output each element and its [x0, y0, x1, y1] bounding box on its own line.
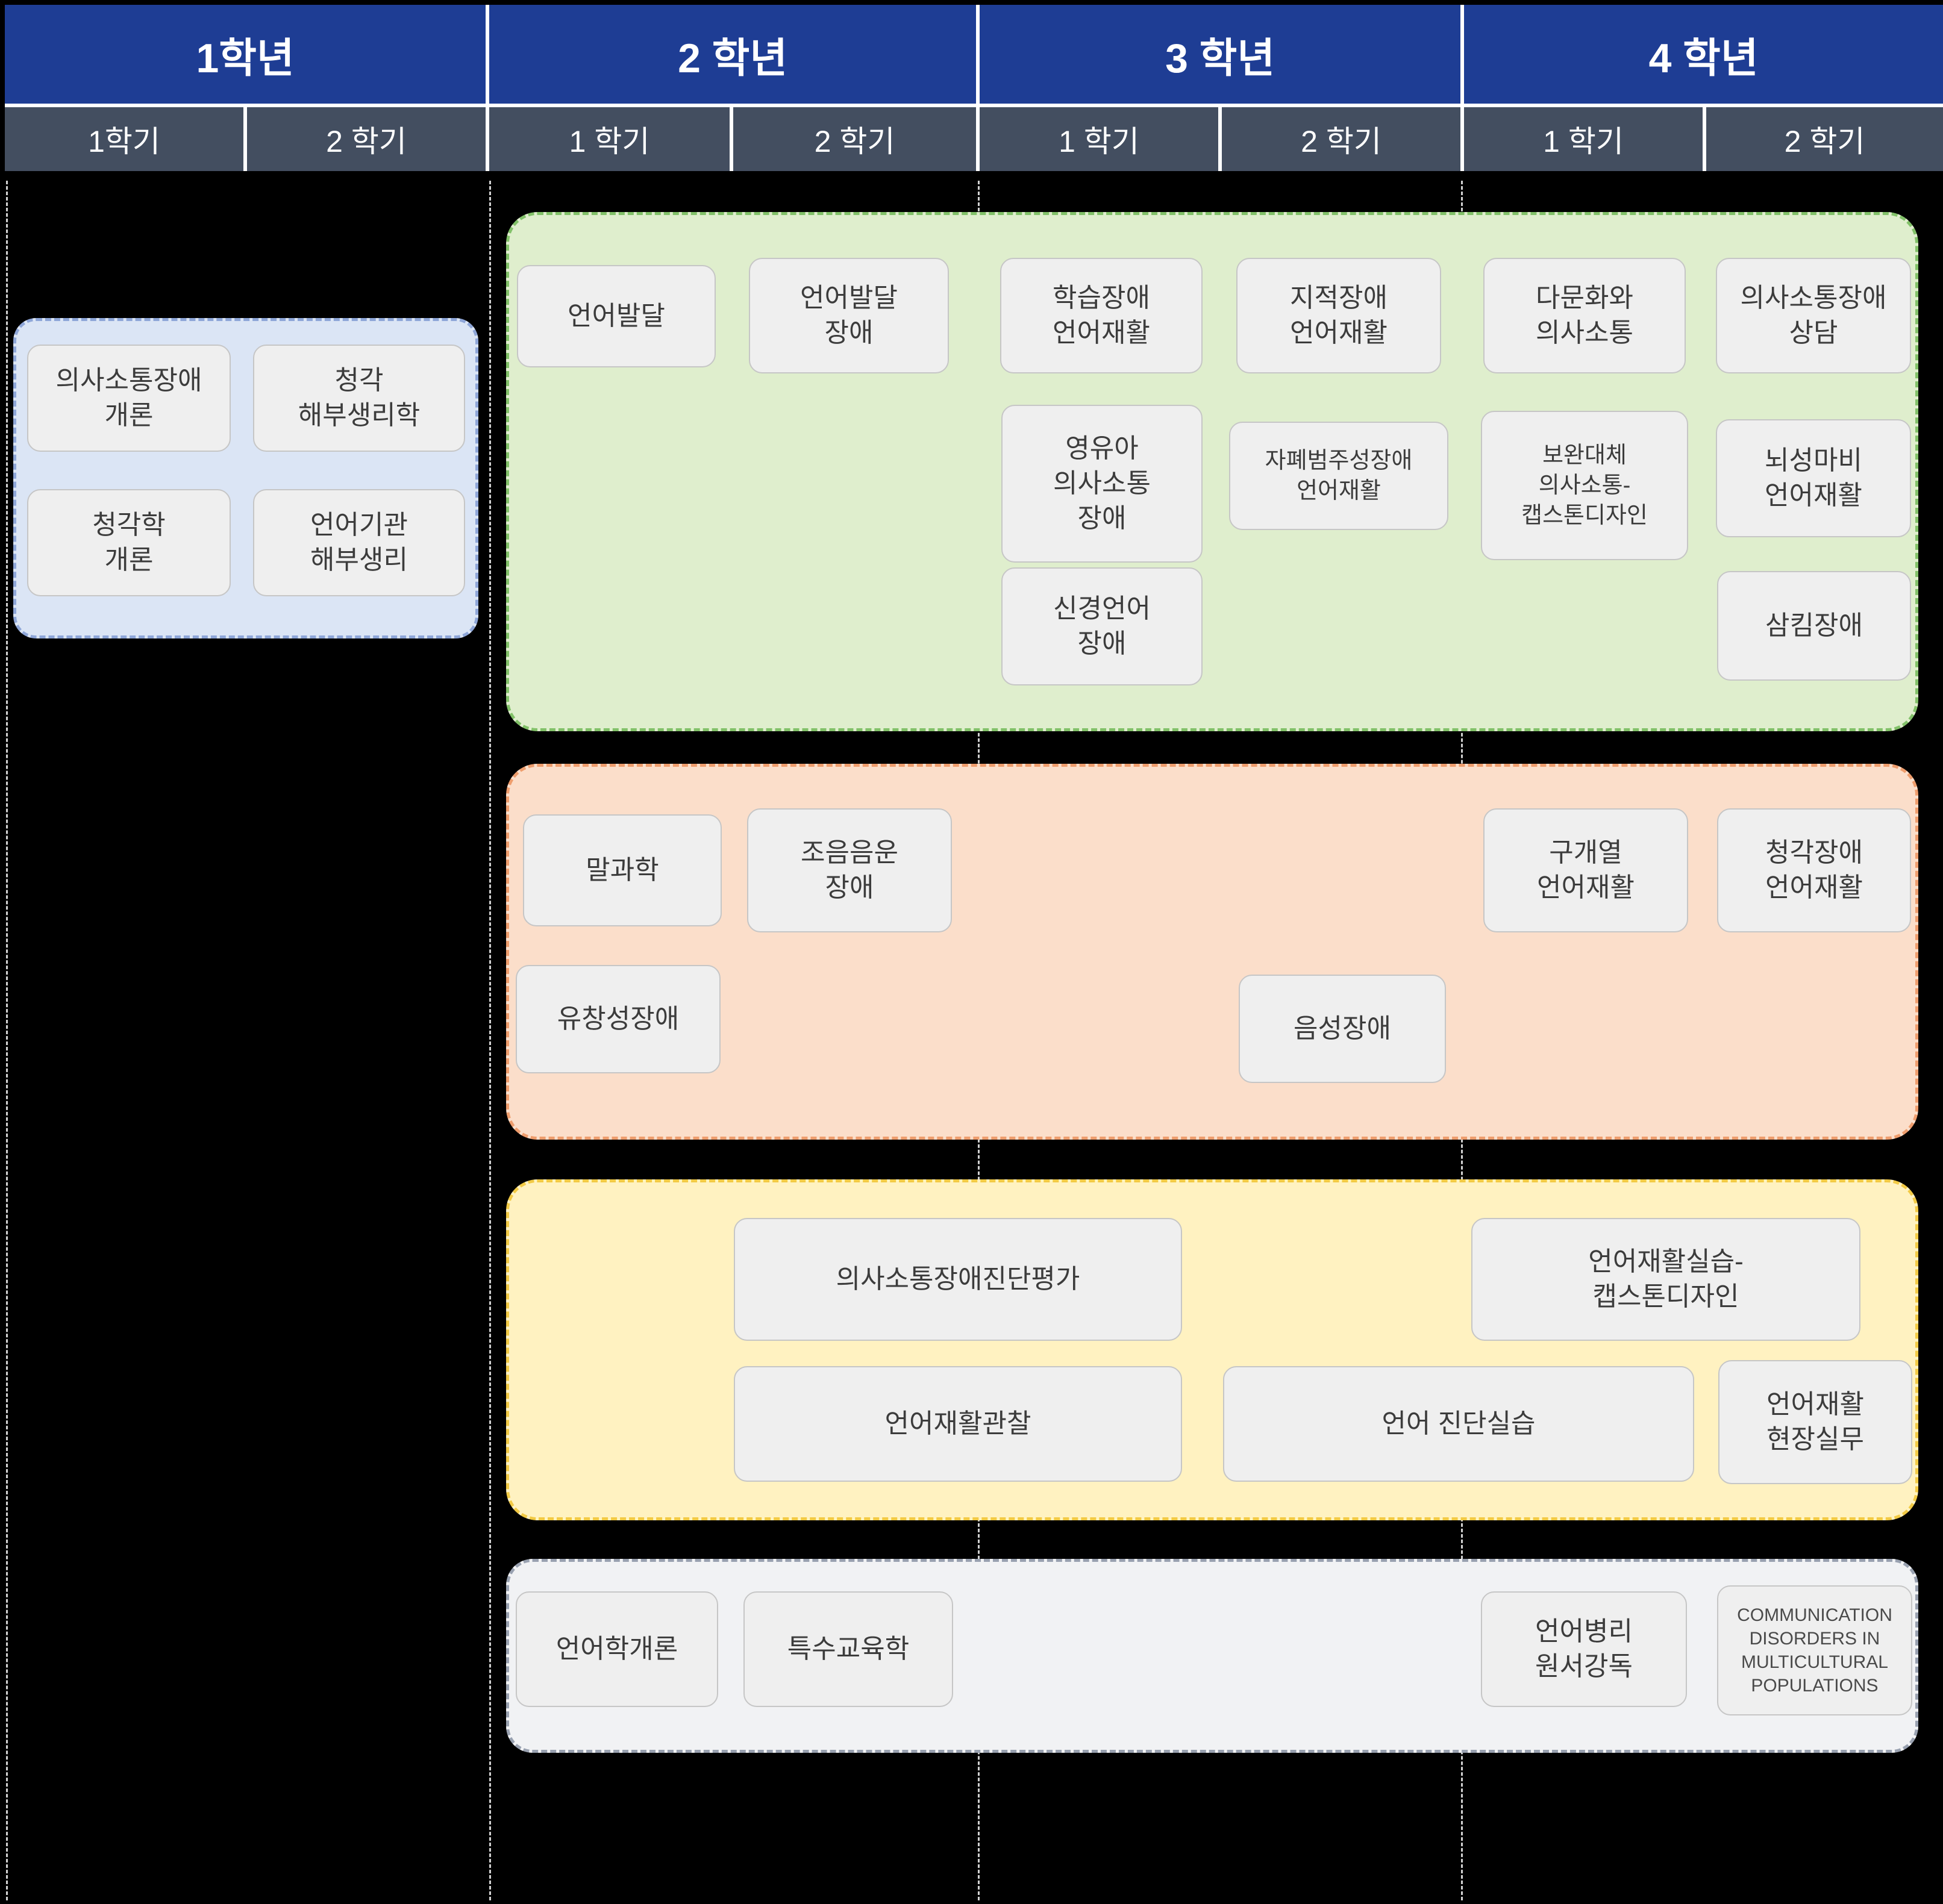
column-separator-line: [6, 181, 8, 1900]
course-box: 청각장애 언어재활: [1717, 808, 1911, 932]
course-box: 말과학: [523, 814, 722, 926]
semester-header-y3s1: 1 학기: [980, 107, 1218, 171]
course-box: 신경언어 장애: [1001, 567, 1203, 685]
course-box: 언어재활 현장실무: [1718, 1360, 1912, 1484]
course-box: 특수교육학: [743, 1591, 953, 1707]
course-box: 조음음운 장애: [747, 808, 952, 932]
semester-header-y1s2: 2 학기: [247, 107, 486, 171]
course-box: 의사소통장애 상담: [1716, 258, 1911, 373]
year-header-2: 2 학년: [489, 5, 976, 104]
course-box: 뇌성마비 언어재활: [1716, 419, 1911, 537]
course-box: 언어재활관찰: [734, 1366, 1182, 1482]
semester-header-y2s1: 1 학기: [489, 107, 730, 171]
course-box: 언어발달 장애: [749, 258, 949, 373]
semester-header-y3s2: 2 학기: [1222, 107, 1460, 171]
semester-header-y2s2: 2 학기: [733, 107, 976, 171]
course-box: 삼킴장애: [1717, 571, 1911, 681]
column-separator-line: [489, 181, 491, 1900]
course-box: 학습장애 언어재활: [1000, 258, 1203, 373]
course-box: 청각학 개론: [27, 489, 231, 596]
year-header-3: 3 학년: [980, 5, 1460, 104]
course-box: 언어병리 원서강독: [1481, 1591, 1687, 1707]
course-box: 자폐범주성장애 언어재활: [1229, 422, 1448, 530]
course-box: 보완대체 의사소통- 캡스톤디자인: [1481, 411, 1688, 560]
semester-header-y4s2: 2 학기: [1706, 107, 1943, 171]
course-box: 지적장애 언어재활: [1236, 258, 1441, 373]
course-box: 의사소통장애 개론: [27, 345, 231, 452]
year-header-4: 4 학년: [1464, 5, 1943, 104]
course-box: 음성장애: [1239, 975, 1446, 1083]
course-box: 언어재활실습- 캡스톤디자인: [1471, 1218, 1860, 1341]
year-header-1: 1학년: [5, 5, 486, 104]
course-box: 언어기관 해부생리: [253, 489, 465, 596]
semester-header-y1s1: 1학기: [5, 107, 243, 171]
course-box: 언어발달: [517, 265, 716, 367]
course-box: 유창성장애: [516, 965, 721, 1073]
course-box: COMMUNICATION DISORDERS IN MULTICULTURAL…: [1717, 1585, 1912, 1715]
course-box: 언어학개론: [516, 1591, 718, 1707]
course-box: 구개열 언어재활: [1483, 808, 1688, 932]
course-box: 의사소통장애진단평가: [734, 1218, 1182, 1341]
semester-header-y4s1: 1 학기: [1464, 107, 1703, 171]
course-box: 청각 해부생리학: [253, 345, 465, 452]
course-group-green: [506, 212, 1918, 731]
course-box: 다문화와 의사소통: [1483, 258, 1686, 373]
course-box: 언어 진단실습: [1223, 1366, 1694, 1482]
course-box: 영유아 의사소통 장애: [1001, 405, 1203, 563]
